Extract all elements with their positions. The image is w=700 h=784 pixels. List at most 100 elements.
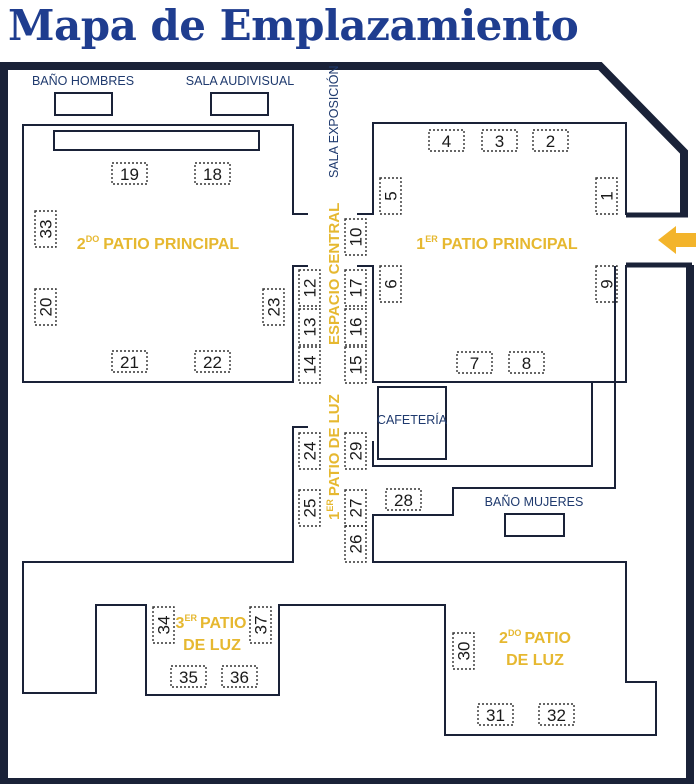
sala-audiovisual-box: [210, 92, 269, 116]
stand-15[interactable]: 15: [344, 346, 367, 384]
svg-text:20: 20: [37, 298, 56, 317]
svg-text:25: 25: [301, 499, 320, 518]
page-title: Mapa de Emplazamiento: [8, 1, 579, 50]
stand-36[interactable]: 36: [221, 665, 258, 688]
wall-lower-left: [22, 266, 657, 736]
label-bano-hombres: BAÑO HOMBRES: [32, 74, 134, 88]
wall-patio2-principal: [22, 124, 308, 383]
bano-mujeres-box: [504, 513, 565, 537]
svg-text:23: 23: [265, 298, 284, 317]
stand-6[interactable]: 6: [379, 265, 402, 303]
svg-text:29: 29: [347, 442, 366, 461]
stand-23[interactable]: 23: [262, 288, 285, 326]
svg-text:33: 33: [37, 220, 56, 239]
svg-text:9: 9: [598, 279, 617, 288]
stand-35[interactable]: 35: [170, 665, 207, 688]
svg-text:28: 28: [394, 491, 413, 510]
svg-text:14: 14: [301, 356, 320, 375]
stand-28[interactable]: 28: [385, 488, 422, 511]
stand-19[interactable]: 19: [111, 162, 148, 185]
label-patio-luz-3-line2: DE LUZ: [183, 637, 241, 654]
label-bano-mujeres: BAÑO MUJERES: [485, 495, 584, 509]
stand-1[interactable]: 1: [595, 177, 618, 215]
svg-text:3: 3: [495, 132, 504, 151]
label-espacio-central: ESPACIO CENTRAL: [326, 203, 343, 345]
svg-text:34: 34: [155, 616, 174, 635]
stand-14[interactable]: 14: [298, 346, 321, 384]
label-sala-exposicion: SALA EXPOSICIÓN: [326, 65, 341, 178]
label-cafeteria: CAFETERÍA: [377, 412, 448, 427]
svg-text:16: 16: [347, 318, 366, 337]
label-patio-luz-1: 1ERPATIO DE LUZ: [325, 394, 343, 520]
label-patio-luz-2-line2: DE LUZ: [506, 652, 564, 669]
svg-text:8: 8: [522, 354, 531, 373]
svg-text:4: 4: [442, 132, 451, 151]
stand-9[interactable]: 9: [595, 265, 618, 303]
stand-3[interactable]: 3: [481, 129, 518, 152]
arrow-left-icon: [658, 226, 696, 254]
stand-37[interactable]: 37: [249, 606, 272, 644]
stand-2[interactable]: 2: [532, 129, 569, 152]
stand-13[interactable]: 13: [298, 308, 321, 346]
bano-hombres-box: [54, 92, 113, 116]
svg-text:18: 18: [203, 165, 222, 184]
stand-10[interactable]: 10: [344, 218, 367, 256]
wall-patio1-left: [357, 265, 592, 383]
stand-24[interactable]: 24: [298, 432, 321, 470]
stand-33[interactable]: 33: [34, 210, 57, 248]
svg-text:15: 15: [347, 356, 366, 375]
label-sala-audiovisual: SALA AUDIVISUAL: [186, 74, 294, 88]
stand-27[interactable]: 27: [344, 489, 367, 527]
svg-text:24: 24: [301, 442, 320, 461]
svg-text:19: 19: [120, 165, 139, 184]
stand-4[interactable]: 4: [428, 129, 465, 152]
svg-text:13: 13: [301, 318, 320, 337]
stand-8[interactable]: 8: [508, 351, 545, 374]
svg-text:36: 36: [230, 668, 249, 687]
stand-16[interactable]: 16: [344, 308, 367, 346]
svg-text:22: 22: [203, 353, 222, 372]
svg-text:32: 32: [547, 706, 566, 725]
stand-12[interactable]: 12: [298, 269, 321, 307]
stand-31[interactable]: 31: [477, 703, 514, 726]
svg-text:1: 1: [598, 191, 617, 200]
stand-26[interactable]: 26: [344, 525, 367, 563]
stand-7[interactable]: 7: [456, 351, 493, 374]
stand-18[interactable]: 18: [194, 162, 231, 185]
stands: 19 18 21 22 4 3 2 7 8 28 35 36 31 32: [111, 129, 575, 726]
svg-text:35: 35: [179, 668, 198, 687]
stand-34[interactable]: 34: [152, 606, 175, 644]
wall-patio1-principal: [357, 122, 627, 215]
svg-text:21: 21: [120, 353, 139, 372]
stand-32[interactable]: 32: [538, 703, 575, 726]
svg-text:6: 6: [382, 279, 401, 288]
svg-text:17: 17: [347, 279, 366, 298]
svg-text:12: 12: [301, 279, 320, 298]
stand-21[interactable]: 21: [111, 350, 148, 373]
stand-22[interactable]: 22: [194, 350, 231, 373]
cafeteria-box: [377, 386, 447, 460]
svg-text:30: 30: [455, 642, 474, 661]
svg-text:26: 26: [347, 535, 366, 554]
outer-wall: [0, 62, 694, 784]
svg-text:5: 5: [382, 191, 401, 200]
stand-30[interactable]: 30: [452, 632, 475, 670]
stand-5[interactable]: 5: [379, 177, 402, 215]
svg-text:27: 27: [347, 499, 366, 518]
svg-text:10: 10: [347, 228, 366, 247]
svg-text:7: 7: [470, 354, 479, 373]
stand-29[interactable]: 29: [344, 432, 367, 470]
wall-patio1-lower: [372, 265, 627, 467]
svg-text:2: 2: [546, 132, 555, 151]
svg-text:31: 31: [486, 706, 505, 725]
svg-text:37: 37: [252, 616, 271, 635]
stand-25[interactable]: 25: [298, 489, 321, 527]
stand-20[interactable]: 20: [34, 288, 57, 326]
long-counter: [53, 130, 260, 151]
stand-17[interactable]: 17: [344, 269, 367, 307]
